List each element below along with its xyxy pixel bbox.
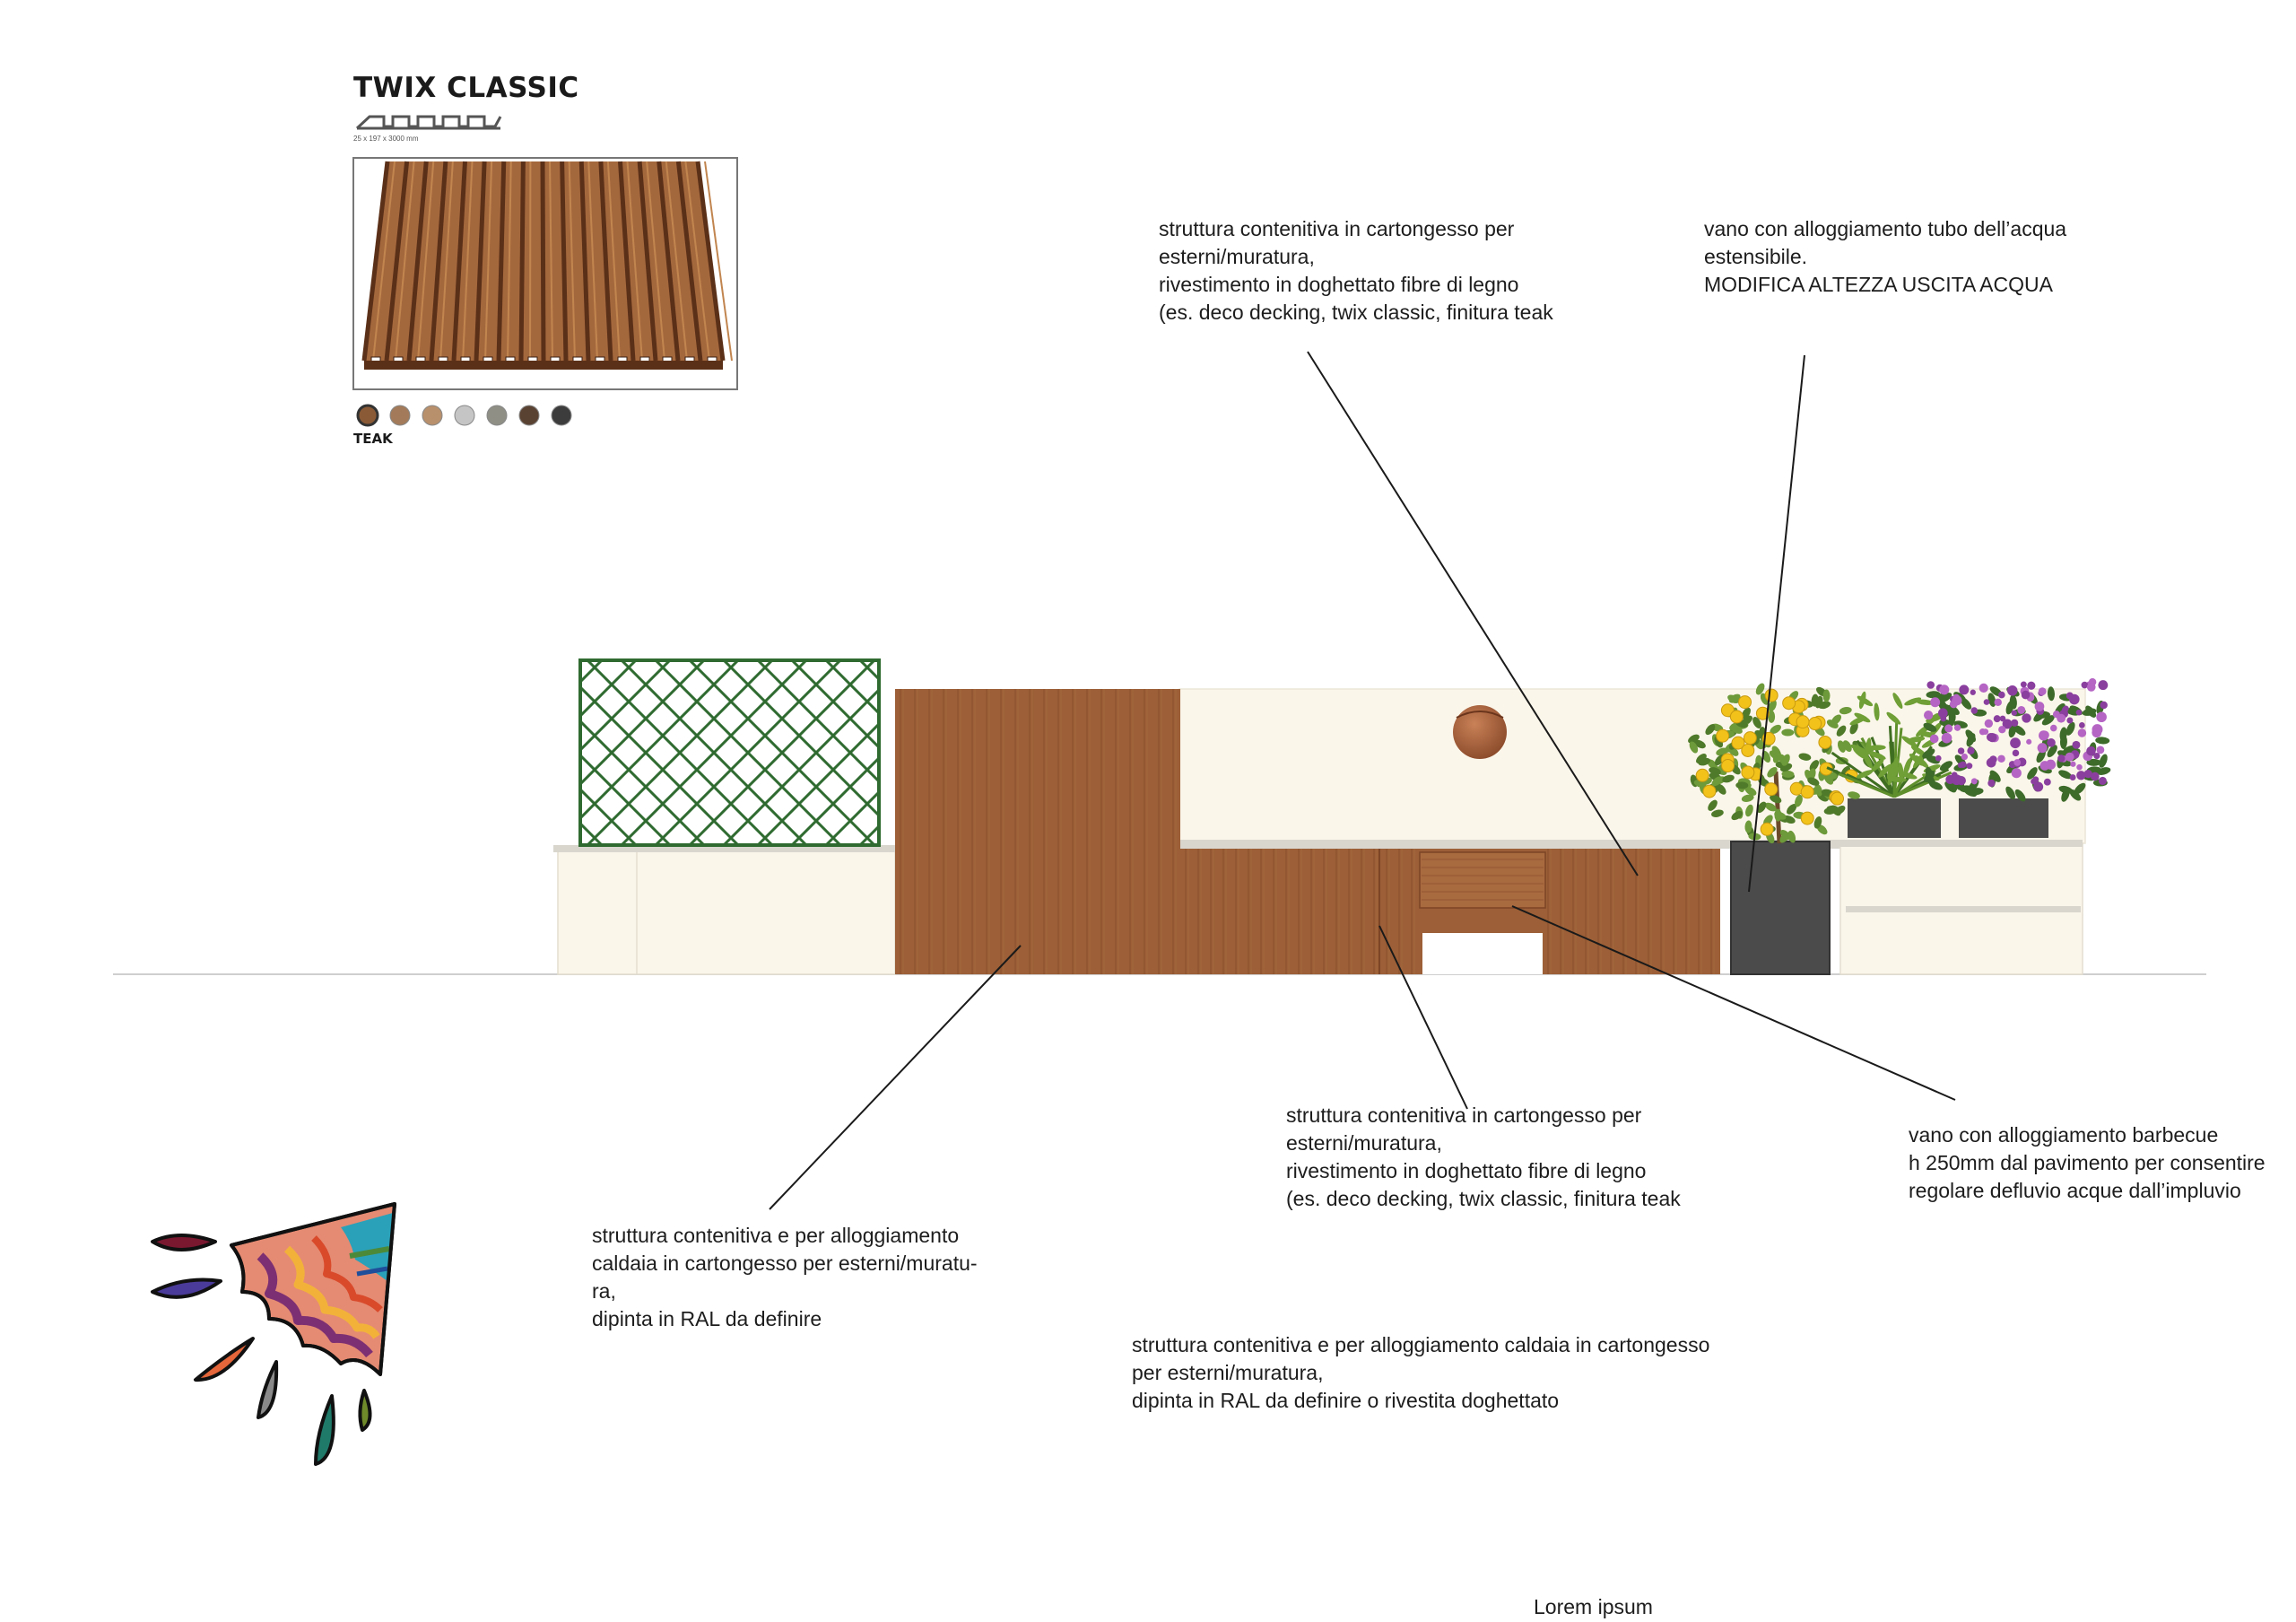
annotation-bottom-right: vano con alloggiamento barbecue h 250mm … bbox=[1909, 1123, 2266, 1202]
flowering-shrub bbox=[1922, 678, 2111, 802]
product-title: TWIX CLASSIC bbox=[353, 72, 579, 104]
annotation-top-right: vano con alloggiamento tubo dell’acqua e… bbox=[1704, 217, 2067, 296]
planter-low-left bbox=[1848, 798, 1941, 838]
product-dimensions: 25 x 197 x 3000 mm bbox=[353, 135, 419, 143]
color-swatch bbox=[454, 405, 475, 426]
color-swatch bbox=[486, 405, 508, 426]
planter-tall bbox=[1730, 841, 1831, 975]
product-profile-icon bbox=[355, 115, 502, 130]
color-swatches bbox=[356, 404, 572, 427]
color-swatch bbox=[356, 404, 379, 427]
annotation-bottom-middle: struttura contenitiva e per alloggiament… bbox=[1132, 1333, 1710, 1412]
footer-text: Lorem ipsum bbox=[1534, 1595, 1653, 1618]
tall-wood-column bbox=[895, 689, 1180, 974]
annotation-top-center: struttura contenitiva in cartongesso per… bbox=[1159, 217, 1553, 324]
counter-top bbox=[1180, 840, 2081, 849]
left-base-cabinet bbox=[553, 845, 899, 975]
planter-low-right bbox=[1959, 798, 2048, 838]
color-swatch bbox=[389, 405, 411, 426]
annotation-bottom-left: struttura contenitiva e per alloggiament… bbox=[592, 1224, 978, 1330]
right-base-cabinet bbox=[1839, 840, 2083, 975]
barbecue-niche bbox=[1422, 933, 1543, 974]
wall-lamp bbox=[1453, 705, 1507, 759]
leader-lines bbox=[769, 351, 1956, 1210]
annotation-bottom-center: struttura contenitiva in cartongesso per… bbox=[1286, 1103, 1681, 1210]
product-photo bbox=[352, 157, 738, 390]
fern-plant bbox=[1826, 691, 1952, 798]
color-swatch bbox=[551, 405, 572, 426]
finish-label: TEAK bbox=[353, 431, 393, 447]
decorative-logo bbox=[151, 1202, 396, 1466]
garden-trellis bbox=[578, 658, 881, 847]
color-swatch bbox=[422, 405, 443, 426]
color-swatch bbox=[518, 405, 540, 426]
